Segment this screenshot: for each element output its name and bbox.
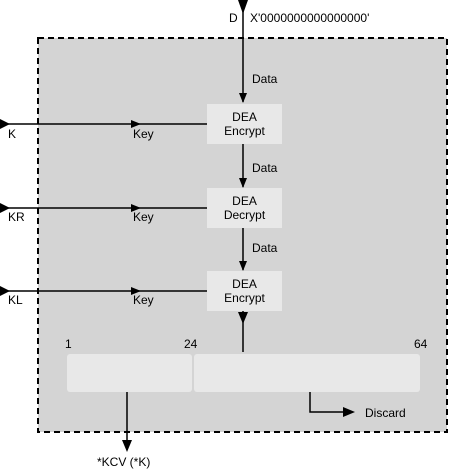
dea-block-2 [207, 188, 282, 228]
top-input-arrow-head [238, 0, 248, 14]
key-input-2: KR [8, 210, 25, 224]
discard-label: Discard [365, 406, 406, 420]
key-arrow-left-3 [0, 286, 10, 296]
key-input-3: KL [8, 293, 23, 307]
dea-block-3-line1: DEA [232, 277, 257, 291]
register-left [67, 354, 192, 392]
key-label-2: Key [133, 210, 154, 224]
top-input-prefix: D [229, 11, 238, 25]
dea-block-1-line2: Encrypt [224, 124, 265, 138]
key-label-3: Key [133, 293, 154, 307]
dea-block-3-line2: Encrypt [224, 291, 265, 305]
top-input-value: X'0000000000000000' [250, 11, 369, 25]
kcv-output-label: *KCV (*K) [97, 455, 150, 469]
register-right [194, 354, 420, 392]
discard-line [309, 392, 345, 413]
data-label-2: Data [252, 161, 278, 175]
bit-split-label: 24 [184, 337, 198, 351]
dea-block-1-line1: DEA [232, 110, 257, 124]
dea-block-3 [207, 271, 282, 311]
dea-block-2-line2: Decrypt [224, 208, 266, 222]
dea-block-2-line1: DEA [232, 194, 257, 208]
key-label-1: Key [133, 127, 154, 141]
bit-end-label: 64 [414, 337, 428, 351]
discard-arrow-head [343, 407, 355, 417]
data-label-3: Data [252, 241, 278, 255]
bit-start-label: 1 [65, 337, 72, 351]
dea-block-1 [207, 104, 282, 144]
output-arrow-head [238, 312, 248, 324]
key-arrow-left-1 [0, 119, 10, 129]
data-label-1: Data [252, 72, 278, 86]
kcv-output-arrow-head [122, 440, 132, 452]
key-arrow-left-2 [0, 203, 10, 213]
key-input-1: K [8, 127, 16, 141]
